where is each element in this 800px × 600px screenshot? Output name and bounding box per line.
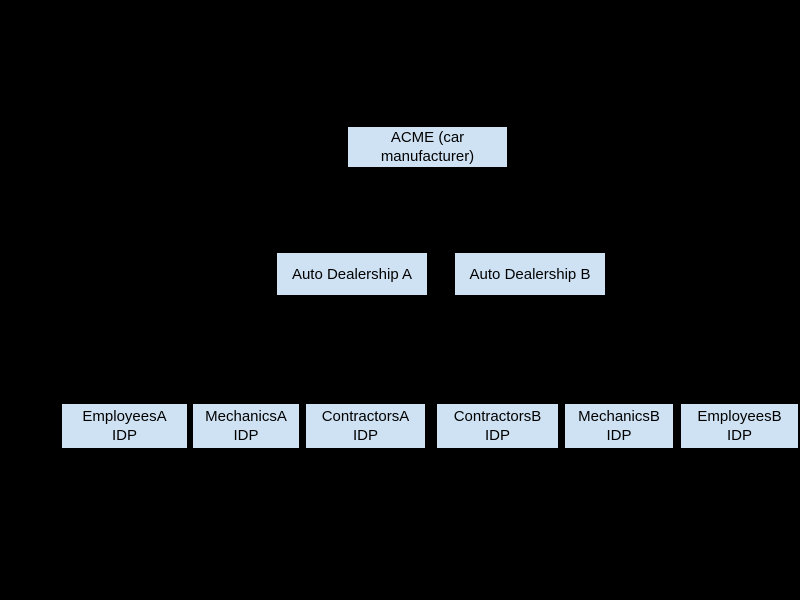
node-mechanics-b-idp: MechanicsB IDP <box>565 404 673 448</box>
node-employees-a-idp: EmployeesA IDP <box>62 404 187 448</box>
node-acme-car-manufacturer: ACME (car manufacturer) <box>348 127 507 167</box>
node-contractors-b-idp: ContractorsB IDP <box>437 404 558 448</box>
node-employees-b-idp: EmployeesB IDP <box>681 404 798 448</box>
node-auto-dealership-b: Auto Dealership B <box>455 253 605 295</box>
node-auto-dealership-a: Auto Dealership A <box>277 253 427 295</box>
node-mechanics-a-idp: MechanicsA IDP <box>193 404 299 448</box>
node-contractors-a-idp: ContractorsA IDP <box>306 404 425 448</box>
